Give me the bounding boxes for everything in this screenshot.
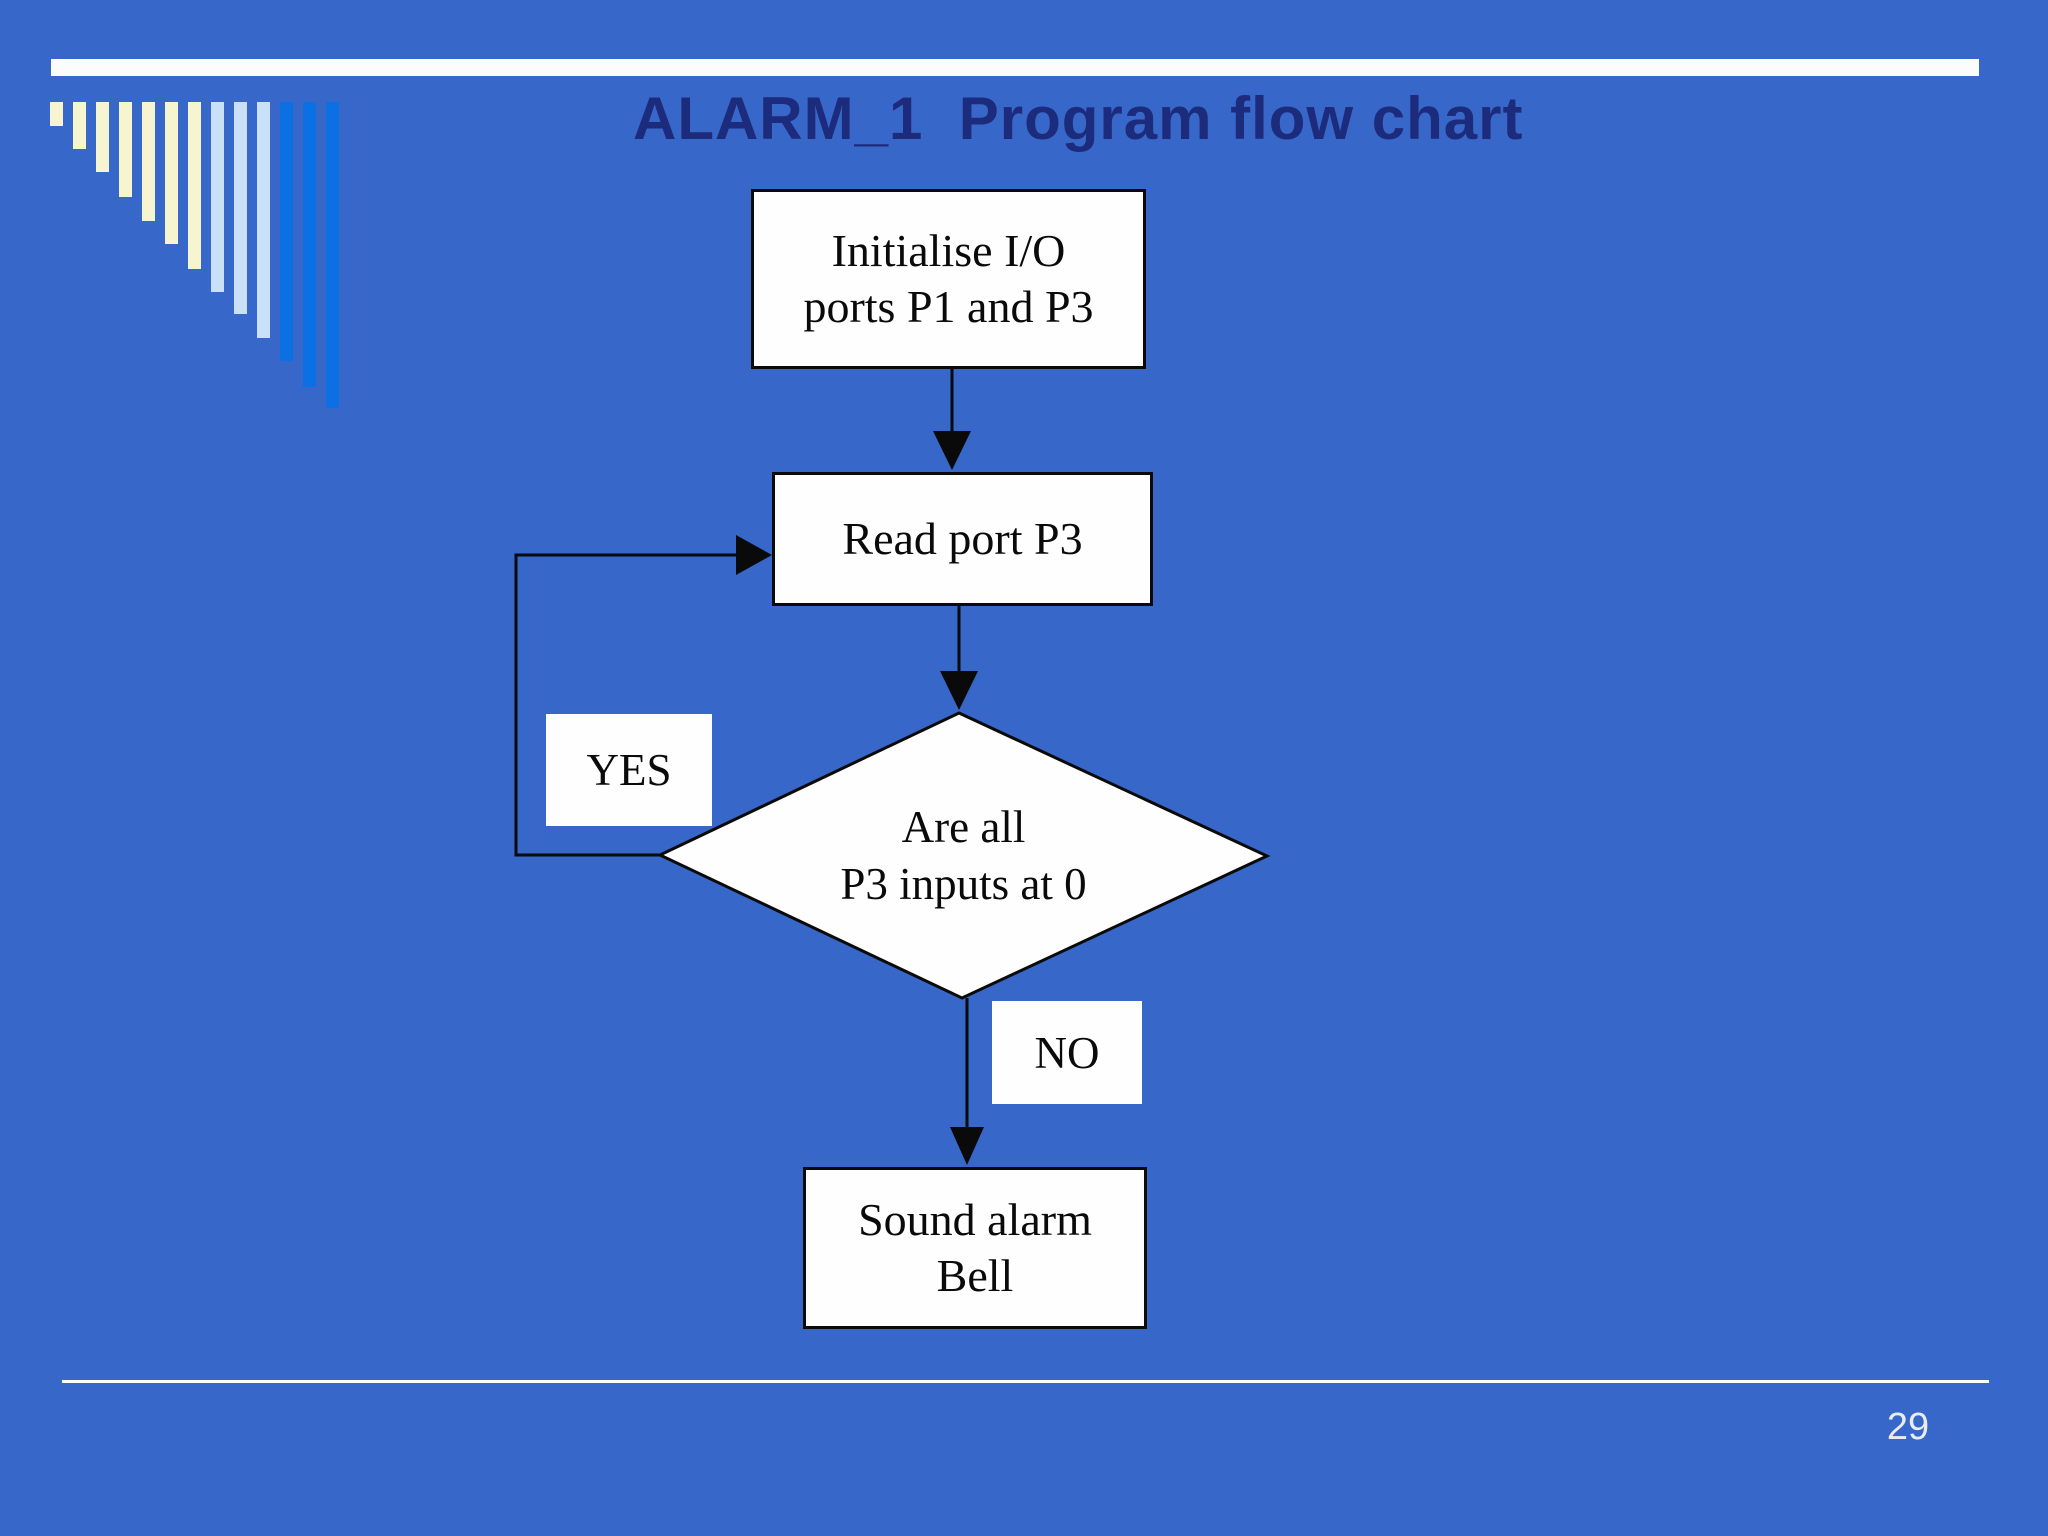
page-number: 29	[1886, 1406, 1930, 1448]
decorative-stripe	[165, 102, 178, 244]
decorative-stripe	[119, 102, 132, 197]
node-read-port: Read port P3	[772, 472, 1153, 606]
branch-label-yes: YES	[546, 714, 712, 826]
decorative-stripe	[326, 102, 339, 408]
connector-loop-yes	[514, 553, 736, 857]
arrowhead-down-icon	[950, 1127, 984, 1165]
branch-label-no: NO	[992, 1001, 1142, 1104]
decorative-bars	[50, 102, 339, 408]
decorative-stripe	[188, 102, 201, 269]
node-initialise-ports: Initialise I/O ports P1 and P3	[751, 189, 1146, 369]
page-title: ALARM_1 Program flow chart	[633, 85, 1524, 152]
decorative-stripe	[50, 102, 63, 126]
decision-label: Are all P3 inputs at 0	[840, 801, 1087, 909]
arrowhead-right-icon	[736, 535, 772, 575]
arrowhead-down-icon	[940, 671, 978, 710]
decorative-stripe	[280, 102, 293, 361]
arrowhead-down-icon	[933, 431, 971, 470]
decorative-stripe	[96, 102, 109, 172]
node-sound-alarm: Sound alarm Bell	[803, 1167, 1147, 1329]
decorative-stripe	[211, 102, 224, 292]
decorative-stripe	[73, 102, 86, 149]
decorative-stripe	[234, 102, 247, 314]
decorative-stripe	[257, 102, 270, 338]
decision-diamond	[656, 711, 1271, 1000]
decorative-stripe	[303, 102, 316, 387]
decorative-stripe	[142, 102, 155, 221]
footer-rule	[62, 1380, 1989, 1383]
top-accent-bar	[51, 59, 1979, 76]
